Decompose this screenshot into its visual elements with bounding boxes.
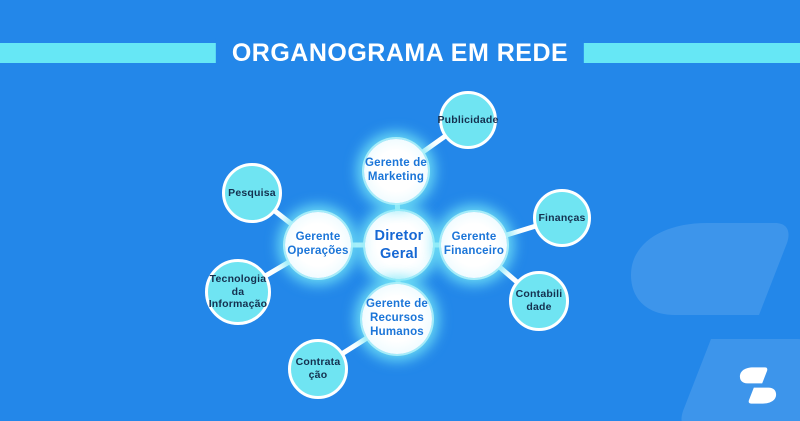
brand-logo-swoosh-icon (739, 367, 777, 404)
node-tecnologia-informacao: Tecnologia da Informação (205, 259, 271, 325)
node-pesquisa: Pesquisa (222, 163, 282, 223)
node-publicidade: Publicidade (437, 91, 498, 149)
node-gerente-financeiro: Gerente Financeiro (441, 212, 507, 278)
node-financas: Finanças (533, 189, 591, 247)
node-contratacao: Contrata ção (288, 339, 348, 399)
page-title: ORGANOGRAMA EM REDE (215, 38, 585, 68)
node-diretor-geral: Diretor Geral (365, 211, 433, 279)
node-gerente-marketing: Gerente de Marketing (364, 139, 428, 203)
node-contabilidade: Contabili dade (509, 271, 569, 331)
node-gerente-operacoes: Gerente Operações (285, 212, 351, 278)
node-gerente-recursos-humanos: Gerente de Recursos Humanos (362, 284, 432, 354)
